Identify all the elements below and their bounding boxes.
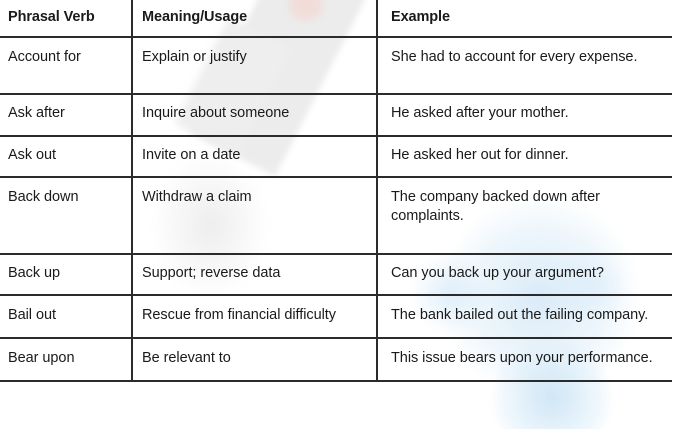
cell-example: He asked her out for dinner.	[377, 135, 672, 178]
cell-phrasal-verb: Back down	[0, 176, 133, 255]
column-header-phrasal-verb: Phrasal Verb	[0, 0, 133, 39]
cell-meaning-usage: Be relevant to	[132, 338, 378, 383]
cell-phrasal-verb: Bear upon	[0, 338, 133, 383]
table-header-row: Phrasal Verb Meaning/Usage Example	[0, 0, 672, 39]
table-row: Account for Explain or justify She had t…	[0, 37, 672, 96]
cell-phrasal-verb: Bail out	[0, 294, 133, 340]
table-header: Phrasal Verb Meaning/Usage Example	[0, 0, 672, 39]
table-row: Bear upon Be relevant to This issue bear…	[0, 338, 672, 383]
cell-example: The company backed down after complaints…	[377, 176, 672, 255]
cell-meaning-usage: Inquire about someone	[132, 94, 378, 137]
cell-example: She had to account for every expense.	[377, 37, 672, 96]
cell-meaning-usage: Explain or justify	[132, 37, 378, 96]
phrasal-verb-table: Phrasal Verb Meaning/Usage Example Accou…	[0, 0, 672, 383]
table-row: Bail out Rescue from financial difficult…	[0, 294, 672, 340]
column-header-example: Example	[377, 0, 672, 39]
cell-meaning-usage: Support; reverse data	[132, 253, 378, 296]
cell-example: The bank bailed out the failing company.	[377, 294, 672, 340]
cell-example: Can you back up your argument?	[377, 253, 672, 296]
table-row: Back down Withdraw a claim The company b…	[0, 176, 672, 255]
cell-meaning-usage: Invite on a date	[132, 135, 378, 178]
cell-example: This issue bears upon your performance.	[377, 338, 672, 383]
cell-phrasal-verb: Account for	[0, 37, 133, 96]
cell-meaning-usage: Rescue from financial difficulty	[132, 294, 378, 340]
table-body: Account for Explain or justify She had t…	[0, 37, 672, 383]
cell-phrasal-verb: Ask out	[0, 135, 133, 178]
column-header-meaning-usage: Meaning/Usage	[132, 0, 378, 39]
table-row: Ask out Invite on a date He asked her ou…	[0, 135, 672, 178]
cell-meaning-usage: Withdraw a claim	[132, 176, 378, 255]
cell-phrasal-verb: Ask after	[0, 94, 133, 137]
table-row: Back up Support; reverse data Can you ba…	[0, 253, 672, 296]
cell-phrasal-verb: Back up	[0, 253, 133, 296]
table-row: Ask after Inquire about someone He asked…	[0, 94, 672, 137]
cell-example: He asked after your mother.	[377, 94, 672, 137]
